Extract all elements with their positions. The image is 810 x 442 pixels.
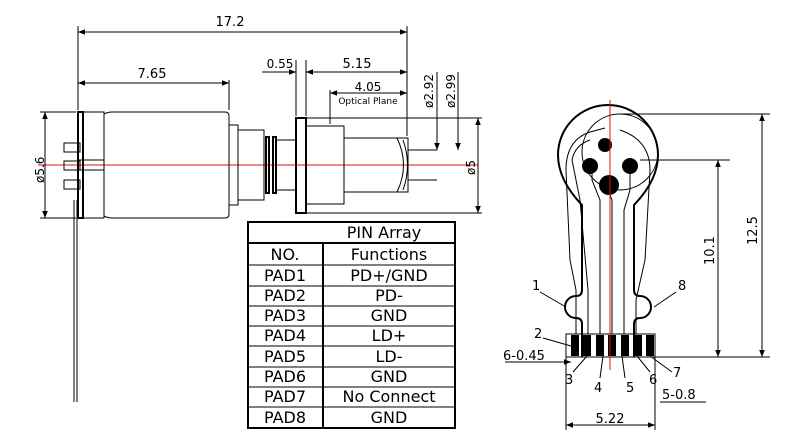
pin-hole-top [598, 138, 612, 152]
flex-callouts: 1 2 3 4 5 6 7 8 [532, 279, 686, 396]
lens-barrel [343, 137, 437, 193]
side-extension-lines [40, 26, 482, 219]
flange-dia-label: ø5 [464, 160, 478, 175]
pin-table-fn: No Connect [343, 387, 436, 406]
lens-dia-1-label: ø2.92 [422, 74, 436, 108]
pin-table: PIN Array NO. Functions PAD1 PD+/GND PAD… [247, 221, 456, 429]
pin-table-header-functions: Functions [351, 245, 427, 264]
pin-table-fn: GND [371, 367, 408, 386]
pin-hole-right [622, 158, 638, 174]
pin-table-fn: LD- [375, 347, 402, 366]
pin-table-title: PIN Array [347, 223, 422, 242]
callout-8: 8 [678, 279, 686, 294]
flex-outline [556, 104, 660, 357]
pin-table-fn: LD+ [372, 326, 407, 345]
optical-plane-label: Optical Plane [338, 97, 398, 107]
callout-6: 6 [649, 373, 657, 388]
pin-table-no: PAD3 [264, 306, 306, 325]
optical-plane-length-label: 4.05 [355, 80, 382, 94]
pad-6 [634, 335, 642, 356]
body-length-label: 7.65 [138, 67, 167, 82]
pin-table-no: PAD6 [264, 367, 306, 386]
lens-length-label: 5.15 [343, 57, 372, 72]
pad-1 [571, 335, 579, 356]
flex-height-total-label: 12.5 [746, 216, 761, 245]
pin-table-no: PAD7 [264, 387, 306, 406]
pin-table-fn: GND [371, 306, 408, 325]
pad-5 [621, 335, 629, 356]
callout-7: 7 [673, 366, 681, 381]
neck [228, 124, 297, 206]
pad-width-label: 5.22 [596, 412, 625, 427]
callout-5: 5 [626, 381, 634, 396]
callout-1: 1 [532, 279, 540, 294]
pad-2 [583, 335, 591, 356]
pin-table-no: PAD8 [264, 408, 306, 427]
pin-table-fn: PD+/GND [350, 266, 427, 285]
flex-traces [565, 113, 659, 334]
flange-thickness-label: 0.55 [267, 57, 294, 71]
pin-hole-bottom [599, 175, 619, 195]
pin-table-fn: GND [371, 408, 408, 427]
pin-table-no: PAD4 [264, 326, 306, 345]
pin-table-header-no: NO. [271, 245, 300, 264]
pin-table-fn: PD- [375, 286, 403, 305]
side-dimension-lines [42, 29, 481, 218]
callout-4: 4 [594, 381, 602, 396]
pitch-label: 5-0.8 [662, 388, 696, 403]
pad-4 [608, 335, 616, 356]
side-view: 17.2 7.65 0.55 5.15 4.05 Optical Plane ø… [33, 15, 482, 402]
left-width-label: 6-0.45 [503, 349, 545, 364]
pin-table-no: PAD1 [264, 266, 306, 285]
pad-7 [646, 335, 654, 356]
flex-height-inner-label: 10.1 [703, 236, 718, 265]
pad-3 [596, 335, 604, 356]
overall-length-label: 17.2 [216, 15, 245, 30]
side-pins [63, 142, 81, 402]
body-dia-label: ø5.6 [33, 157, 47, 183]
lens-dia-2-label: ø2.99 [444, 74, 458, 108]
pin-table-no: PAD5 [264, 347, 306, 366]
pin-table-no: PAD2 [264, 286, 306, 305]
flex-pcb-view: 10.1 12.5 5.22 6-0.45 5-0.8 1 2 3 4 5 6 … [503, 100, 770, 430]
pin-hole-left [582, 158, 598, 174]
callout-2: 2 [534, 327, 542, 342]
callout-3: 3 [565, 373, 573, 388]
